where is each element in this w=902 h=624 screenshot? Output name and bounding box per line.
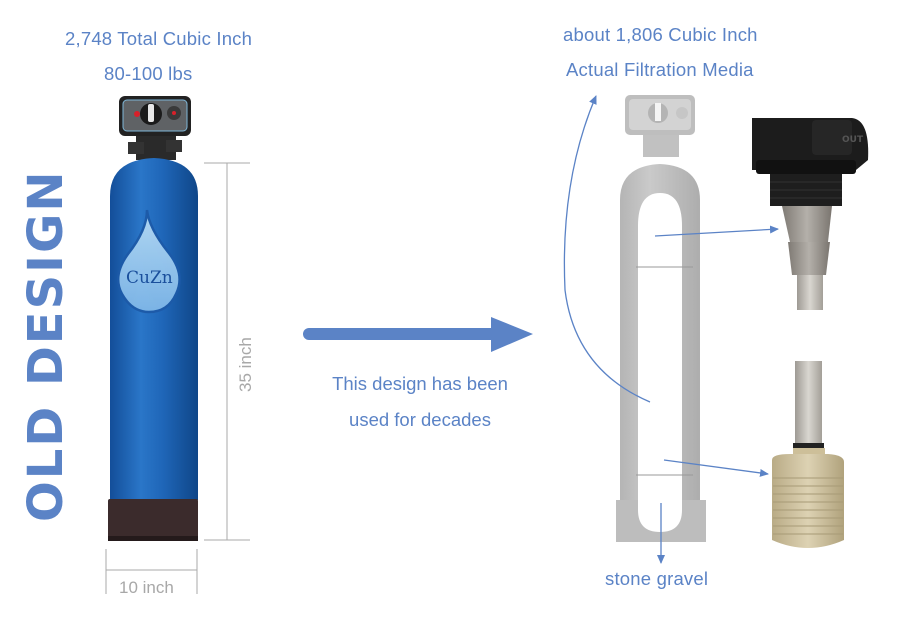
cutaway-tank bbox=[616, 95, 706, 542]
tank-brand-label: CuZn bbox=[126, 268, 173, 288]
caption-line-1: This design has been bbox=[332, 373, 508, 394]
weight-label: 80-100 lbs bbox=[104, 63, 193, 84]
height-dimension-label: 35 inch bbox=[236, 337, 255, 392]
caption-line-2: used for decades bbox=[349, 409, 491, 430]
control-valve-gray-icon bbox=[625, 95, 695, 157]
top-distributor-arrow bbox=[654, 225, 779, 237]
top-distributor-icon: OUT bbox=[752, 118, 869, 310]
callout-arrows bbox=[563, 95, 779, 564]
media-curve-arrow bbox=[563, 95, 651, 403]
bottom-distributor-icon bbox=[772, 361, 844, 548]
right-arrow-icon bbox=[303, 317, 533, 352]
height-dimension bbox=[204, 162, 250, 541]
width-dimension-label: 10 inch bbox=[119, 578, 174, 597]
blue-tank bbox=[108, 96, 198, 541]
water-drop-logo-icon bbox=[116, 209, 181, 314]
stone-gravel-label: stone gravel bbox=[605, 568, 709, 589]
svg-text:OUT: OUT bbox=[842, 135, 864, 145]
media-label: Actual Filtration Media bbox=[566, 59, 754, 80]
media-volume-label: about 1,806 Cubic Inch bbox=[563, 24, 758, 45]
width-dimension bbox=[105, 549, 198, 594]
old-design-title: OLD DESIGN bbox=[18, 169, 74, 522]
total-volume-label: 2,748 Total Cubic Inch bbox=[65, 28, 253, 49]
control-valve-icon bbox=[119, 96, 191, 160]
bottom-distributor-arrow bbox=[663, 459, 769, 477]
